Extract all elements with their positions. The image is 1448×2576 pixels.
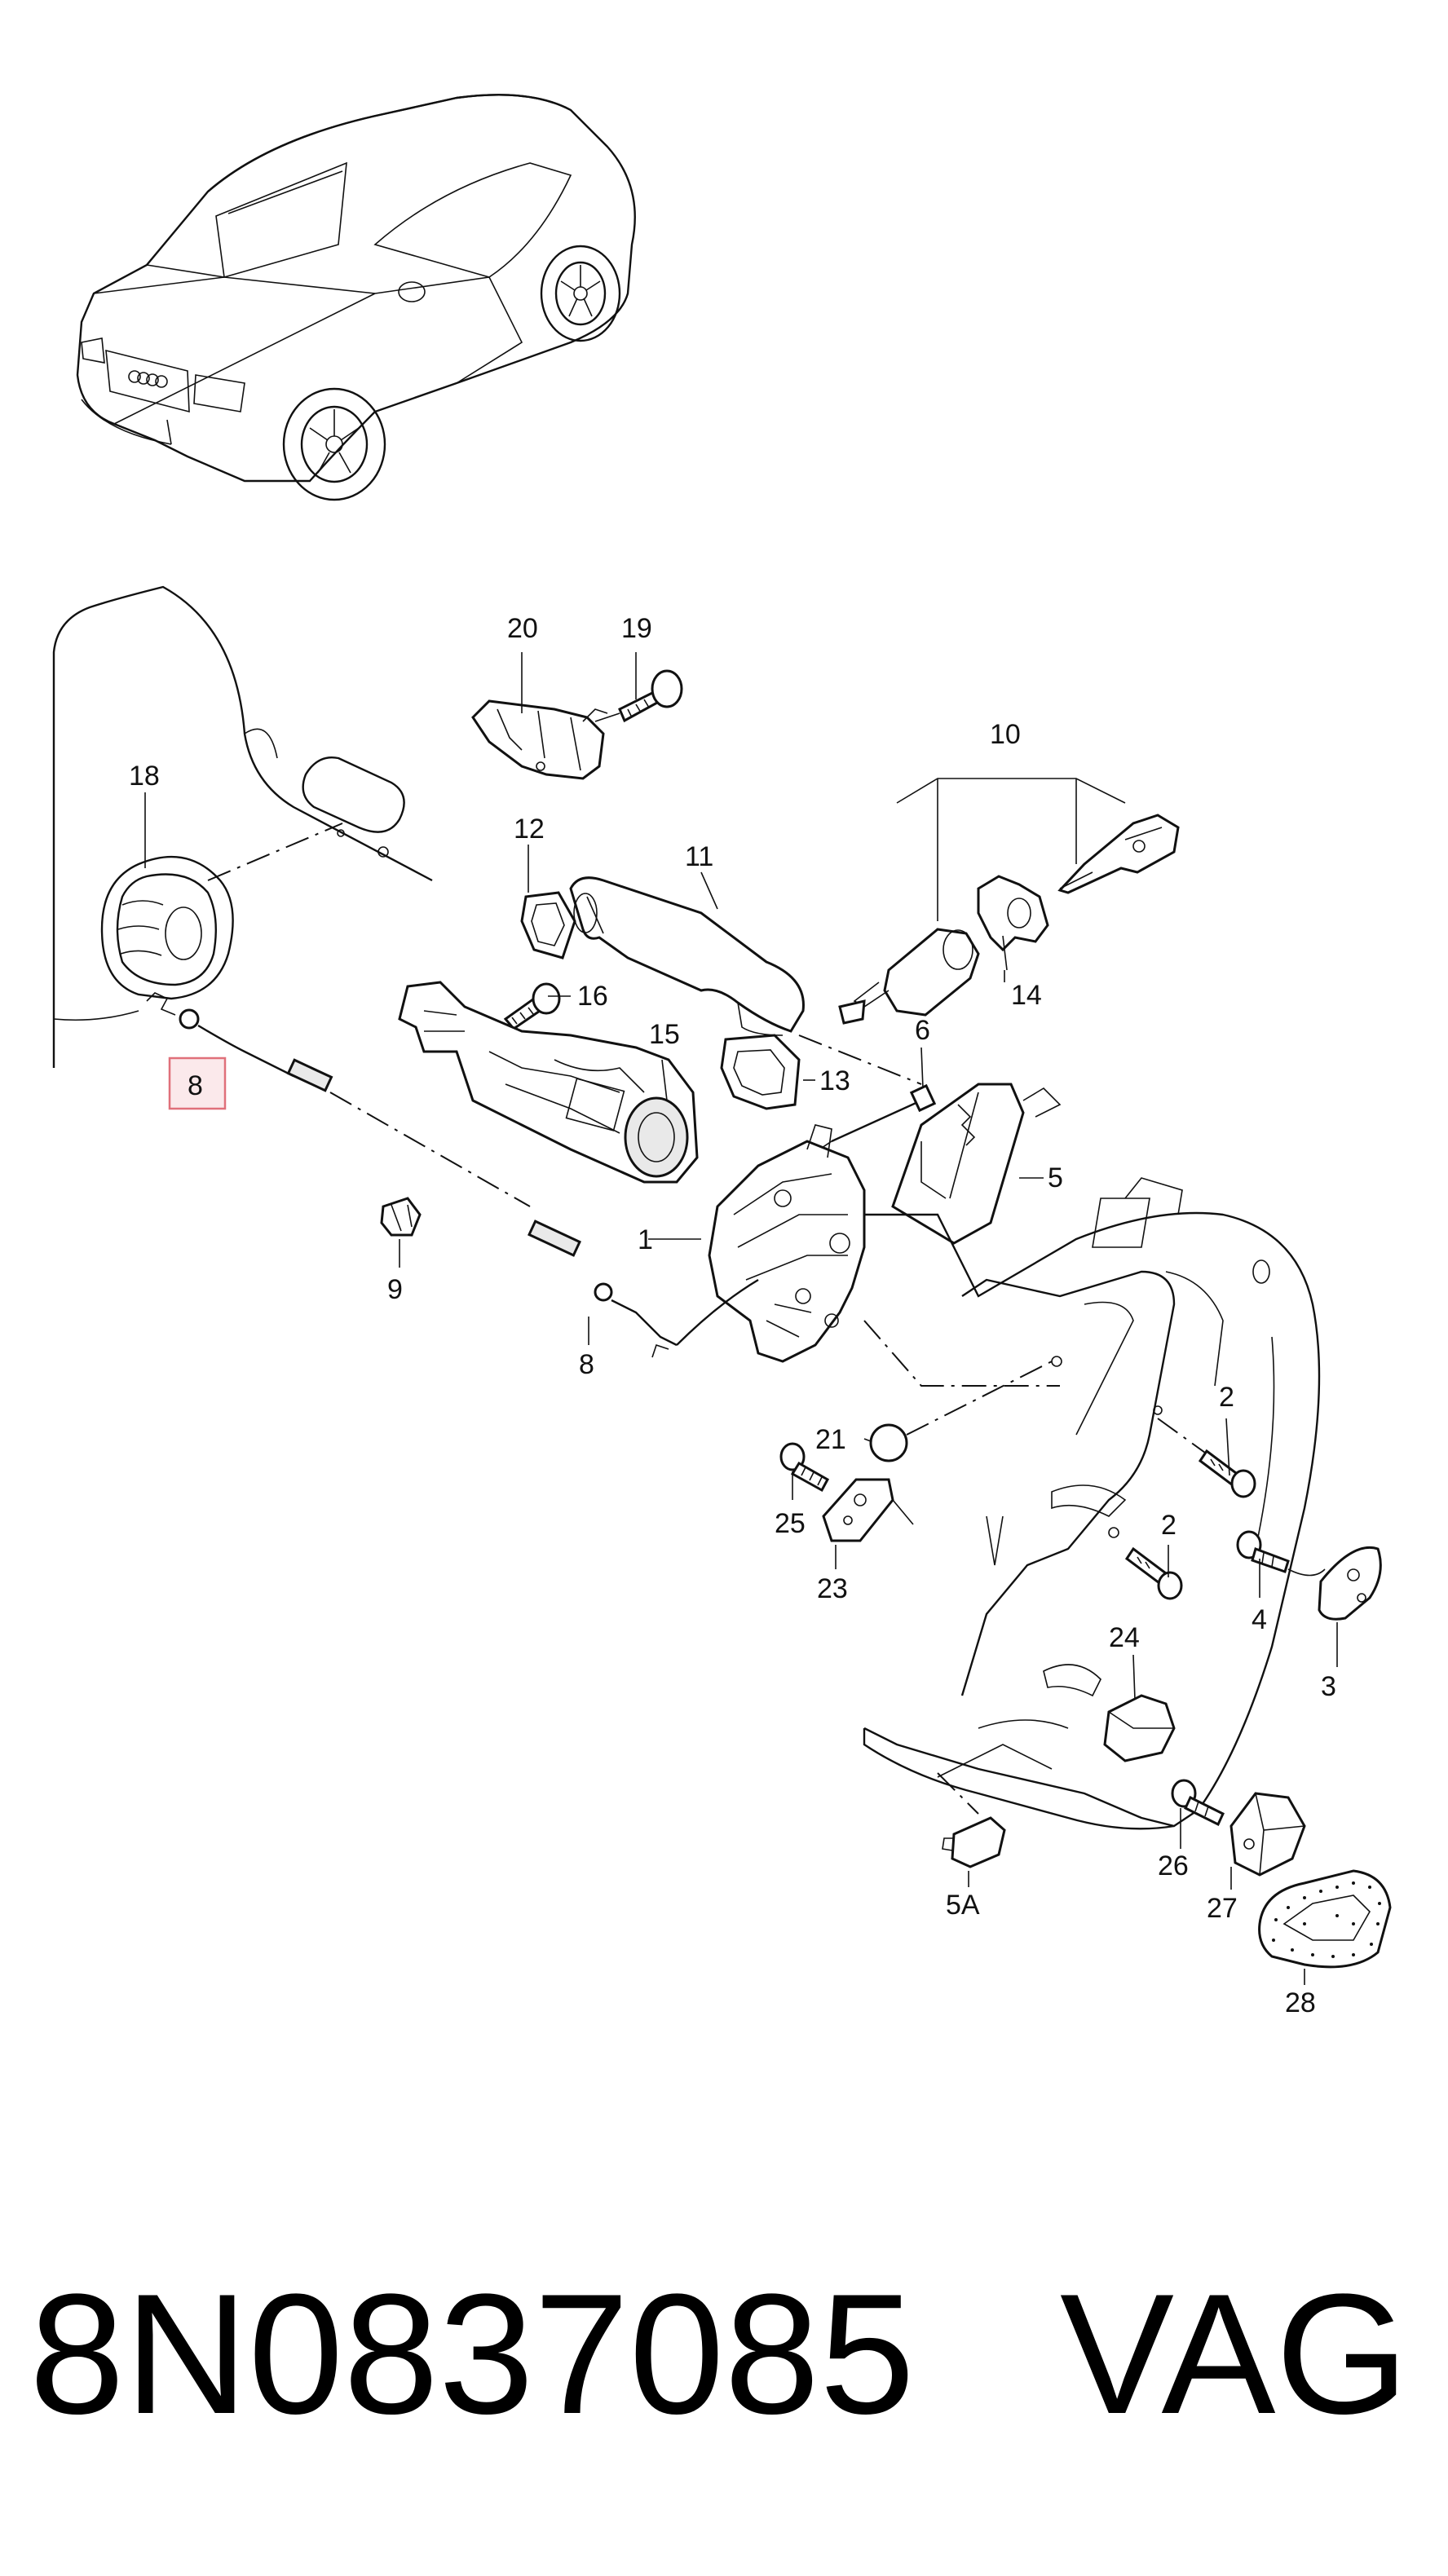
part-26-screw bbox=[1171, 1779, 1225, 1827]
callout-25: 25 bbox=[775, 1508, 806, 1539]
callout-1: 1 bbox=[638, 1224, 653, 1255]
part-4-bolt bbox=[1236, 1530, 1290, 1573]
door-outline bbox=[52, 585, 433, 1068]
callout-8-highlighted: 8 bbox=[188, 1070, 203, 1101]
part-9-clip bbox=[380, 1197, 422, 1237]
callout-8-lower: 8 bbox=[579, 1349, 594, 1380]
part-13-gasket bbox=[720, 1034, 801, 1110]
callout-21: 21 bbox=[815, 1424, 846, 1455]
callout-18: 18 bbox=[129, 761, 160, 792]
part-28-pad bbox=[1258, 1869, 1392, 1969]
callout-2-upper: 2 bbox=[1219, 1382, 1234, 1413]
car-illustration bbox=[76, 94, 636, 501]
part-23-plate bbox=[822, 1478, 914, 1542]
part-10-lock-cylinder-key bbox=[838, 778, 1180, 1025]
part-16-screw bbox=[503, 982, 561, 1031]
callout-19: 19 bbox=[621, 613, 652, 644]
brand-name: VAG bbox=[1060, 2258, 1409, 2450]
part-19-screw bbox=[594, 669, 683, 723]
callout-4: 4 bbox=[1252, 1604, 1267, 1635]
part-11-outer-handle bbox=[569, 876, 805, 1036]
part-3-striker bbox=[1287, 1546, 1382, 1621]
callout-9: 9 bbox=[387, 1274, 403, 1305]
part-number: 8N0837085 bbox=[29, 2258, 915, 2450]
callout-15: 15 bbox=[649, 1019, 680, 1050]
callout-28: 28 bbox=[1285, 1987, 1316, 2018]
part-15-handle-carrier bbox=[398, 981, 699, 1184]
callout-labels: 20 19 18 12 11 10 16 15 14 6 13 5 1 9 8 … bbox=[129, 613, 1336, 2018]
part-2-screw-lower bbox=[1124, 1546, 1183, 1600]
part-25-screw bbox=[779, 1442, 830, 1493]
callout-14: 14 bbox=[1011, 980, 1042, 1011]
leader-lines bbox=[144, 652, 1338, 1985]
part-12-gasket bbox=[520, 891, 576, 959]
pad-texture-dots bbox=[1272, 1881, 1381, 1958]
callout-23: 23 bbox=[817, 1573, 848, 1604]
part-5-lock-cover bbox=[891, 1083, 1062, 1245]
callout-16: 16 bbox=[577, 981, 608, 1012]
part-5A-cap bbox=[937, 1772, 1006, 1868]
callout-2-lower: 2 bbox=[1161, 1510, 1176, 1541]
callout-5: 5 bbox=[1048, 1162, 1063, 1193]
callout-6: 6 bbox=[915, 1015, 930, 1046]
part-1-door-lock bbox=[708, 1124, 866, 1363]
part-18-inner-handle-bezel bbox=[100, 823, 343, 1000]
callout-5A: 5A bbox=[946, 1890, 980, 1921]
part-21-plug bbox=[869, 1361, 1053, 1462]
callout-11: 11 bbox=[685, 841, 713, 872]
part-8-cable-lower bbox=[528, 1220, 759, 1358]
door-inner-panel bbox=[863, 1177, 1321, 1830]
callout-3: 3 bbox=[1321, 1671, 1336, 1702]
callout-13: 13 bbox=[819, 1065, 850, 1096]
callout-10: 10 bbox=[990, 719, 1021, 750]
callout-27: 27 bbox=[1207, 1893, 1238, 1924]
callout-26: 26 bbox=[1158, 1850, 1189, 1881]
callout-20: 20 bbox=[507, 613, 538, 644]
part-2-screw-upper bbox=[1157, 1418, 1256, 1498]
highlight-box bbox=[168, 1056, 227, 1110]
callout-12: 12 bbox=[514, 814, 545, 845]
part-20-bracket bbox=[471, 699, 608, 780]
four-rings-logo bbox=[128, 370, 168, 388]
part-24-bump-stop bbox=[1103, 1694, 1176, 1762]
part-14-lock-bracket bbox=[977, 875, 1049, 952]
callout-24: 24 bbox=[1109, 1622, 1140, 1653]
part-8-cable-upper bbox=[146, 992, 531, 1207]
part-27-bumper bbox=[1229, 1792, 1306, 1877]
